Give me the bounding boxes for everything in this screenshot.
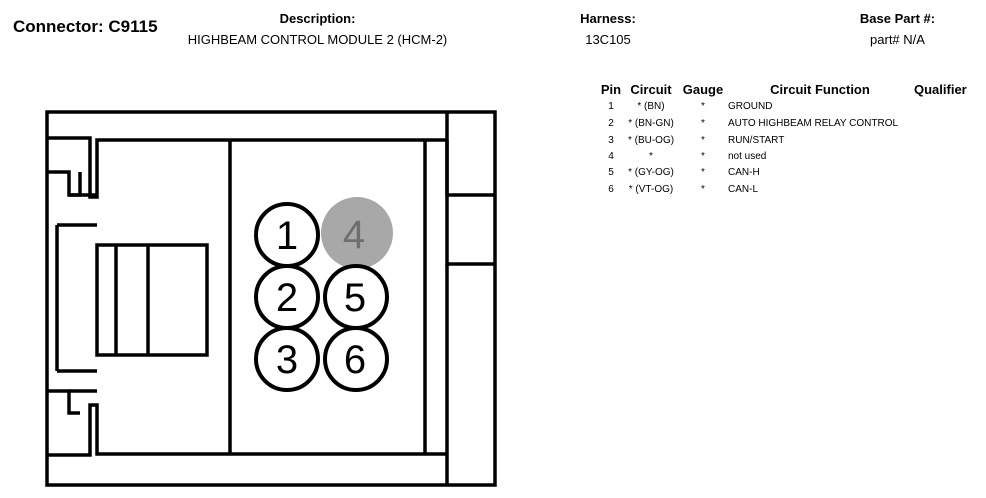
connector-title: Connector: C9115 <box>13 17 158 37</box>
lower-latch-tab <box>47 389 80 415</box>
row-3-circuit: * (BU-OG) <box>627 135 675 146</box>
description-value: HIGHBEAM CONTROL MODULE 2 (HCM-2) <box>187 32 448 47</box>
pin-6-cavity <box>323 326 389 392</box>
header-qualifier: Qualifier <box>914 82 967 97</box>
row-1-circuit: * (BN) <box>637 101 665 112</box>
lower-shoulder <box>47 403 447 457</box>
row-4-pin: 4 <box>608 151 614 162</box>
description-label: Description: <box>279 11 356 26</box>
row-6-gauge: * <box>701 184 705 195</box>
pin-5-label: 5 <box>344 276 366 320</box>
row-6-function: CAN-L <box>728 184 759 195</box>
row-4-function: not used <box>728 151 767 162</box>
row-1-gauge: * <box>701 101 705 112</box>
pin-3-label: 3 <box>276 338 298 382</box>
pin-3-cavity <box>254 326 320 392</box>
row-5-circuit: * (GY-OG) <box>628 167 674 178</box>
row-4-gauge: * <box>701 151 705 162</box>
row-5-gauge: * <box>701 167 705 178</box>
row-2-circuit: * (BN-GN) <box>628 118 674 129</box>
row-6-circuit: * (VT-OG) <box>628 184 674 195</box>
connector-body <box>45 110 497 487</box>
row-2-pin: 2 <box>608 118 614 129</box>
row-6-pin: 6 <box>608 184 614 195</box>
right-key-upper <box>445 112 495 197</box>
connector-label: Connector: <box>13 17 104 36</box>
latch-lock <box>95 243 209 357</box>
pin-1-label: 1 <box>276 214 298 258</box>
row-5-function: CAN-H <box>728 167 760 178</box>
pin-4-label: 4 <box>343 213 365 257</box>
upper-latch-tab <box>47 170 82 197</box>
row-3-function: RUN/START <box>728 135 785 146</box>
base-part-value: part# N/A <box>870 32 925 47</box>
row-4-circuit: * <box>649 151 653 162</box>
right-key-mid <box>445 140 495 266</box>
row-5-pin: 5 <box>608 167 614 178</box>
row-1-function: GROUND <box>728 101 773 112</box>
row-2-gauge: * <box>701 118 705 129</box>
harness-label: Harness: <box>580 11 636 26</box>
header-gauge: Gauge <box>682 82 724 97</box>
connector-id: C9115 <box>108 17 158 36</box>
pin-6-label: 6 <box>344 338 366 382</box>
header-pin: Pin <box>600 82 622 97</box>
base-part-label: Base Part #: <box>859 11 936 26</box>
row-3-pin: 3 <box>608 135 614 146</box>
pin-2-label: 2 <box>276 276 298 320</box>
row-1-pin: 1 <box>608 101 614 112</box>
header-circuit: Circuit <box>630 82 672 97</box>
row-3-gauge: * <box>701 135 705 146</box>
header-circuit-function: Circuit Function <box>770 82 870 97</box>
upper-shoulder <box>47 136 447 199</box>
pin-4-cavity <box>321 197 393 269</box>
row-2-function: AUTO HIGHBEAM RELAY CONTROL <box>728 118 899 129</box>
harness-value: 13C105 <box>585 32 631 47</box>
